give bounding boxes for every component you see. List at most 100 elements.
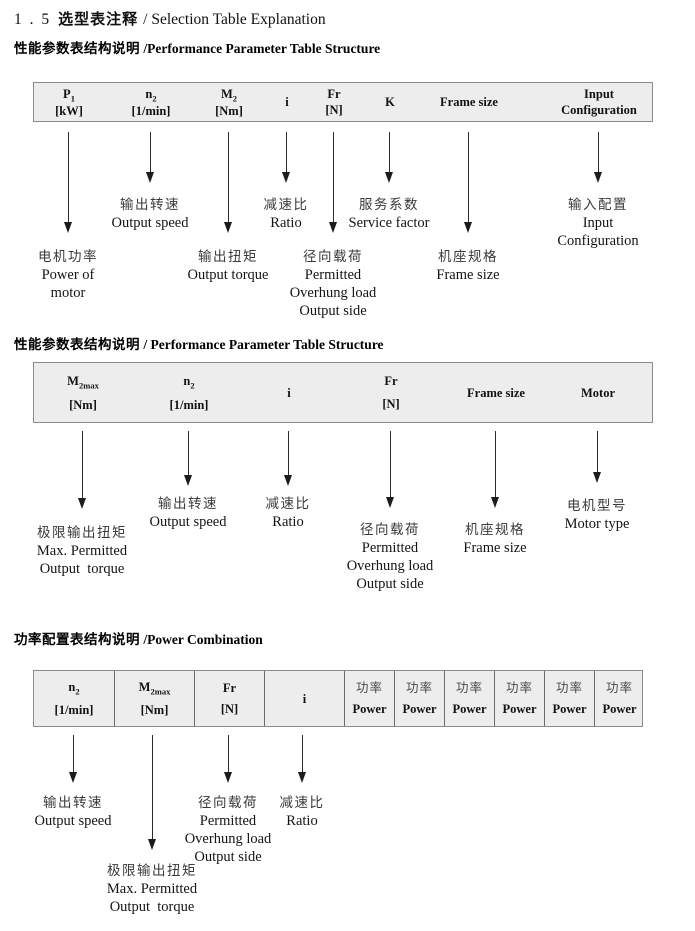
table-column-header: 功率 Power — [544, 671, 594, 726]
callout-label-line: Max. Permitted — [36, 543, 128, 559]
down-arrow-head-icon — [592, 472, 601, 483]
callout-arrow-line — [597, 132, 599, 173]
table-column-header: n2[1/min] — [34, 671, 114, 726]
table-column-header: n2[1/min] — [132, 83, 171, 121]
header-symbol: Frame size — [440, 95, 498, 109]
callout-label-line: Overhung load — [346, 558, 434, 574]
section-heading: 性能参数表结构说明 / Performance Parameter Table … — [14, 333, 384, 354]
callout-label-line: Output speed — [111, 215, 189, 231]
callout-label-line: 电机型号 — [567, 498, 627, 513]
header-symbol: 功率 — [455, 680, 483, 695]
heading-chinese: 性能参数表结构说明 — [14, 337, 140, 352]
table-column-header: 功率 Power — [444, 671, 494, 726]
header-symbol: 功率 — [405, 680, 433, 695]
down-arrow-head-icon — [384, 172, 393, 183]
table-column-header: Fr[N] — [325, 83, 342, 121]
callout-label-line: Input — [582, 215, 614, 231]
header-unit: Power — [602, 702, 637, 717]
callout-label-line: 径向载荷 — [302, 249, 363, 264]
heading-english: / Performance Parameter Table Structure — [140, 337, 384, 352]
callout-label-line: 输出扭矩 — [197, 249, 258, 264]
callout-label-line: 机座规格 — [465, 522, 525, 537]
title-chinese: 选型表注释 — [58, 11, 139, 28]
callout-label-line: 减速比 — [265, 496, 311, 511]
header-symbol: 功率 — [505, 680, 533, 695]
down-arrow-head-icon — [281, 172, 290, 183]
callout-label-line: Output torque — [109, 899, 195, 915]
header-unit: [N] — [220, 702, 239, 717]
callout-label-line: Power of — [41, 267, 95, 283]
table-column-header: i — [285, 83, 288, 121]
heading-chinese: 功率配置表结构说明 — [14, 632, 140, 647]
down-arrow-head-icon — [297, 772, 306, 783]
down-arrow-head-icon — [385, 497, 394, 508]
callout-arrow-line — [72, 735, 74, 773]
callout-arrow-line — [67, 132, 69, 223]
header-unit: [Nm] — [69, 397, 97, 412]
table-column-header: i — [287, 363, 290, 422]
header-symbol: P1 — [63, 86, 75, 103]
heading-english: /Power Combination — [140, 632, 263, 647]
callout-label-line: Output speed — [149, 514, 227, 530]
title-english: / Selection Table Explanation — [143, 11, 326, 28]
header-unit: Power — [452, 702, 487, 717]
down-arrow-head-icon — [490, 497, 499, 508]
table-column-header: M2max [Nm] — [67, 363, 99, 422]
header-symbol: Frame size — [467, 385, 525, 400]
table-column-header: Motor — [581, 363, 615, 422]
header-unit: [N] — [382, 397, 400, 411]
header-symbol: 功率 — [555, 680, 583, 695]
callout-label-line: Ratio — [286, 813, 318, 829]
callout-label-line: Permitted — [304, 267, 362, 283]
header-unit: [1/min] — [169, 397, 209, 412]
callout-label-line: 机座规格 — [438, 249, 498, 264]
table-column-header: Frame size — [440, 83, 498, 121]
header-symbol: n2 — [68, 680, 80, 697]
heading-english: /Performance Parameter Table Structure — [140, 41, 381, 56]
header-unit: Power — [552, 702, 587, 717]
header-symbol: M2 — [220, 86, 238, 103]
table-column-header: P1[kW] — [55, 83, 83, 121]
callout-arrow-line — [287, 431, 289, 476]
callout-label-line: Output speed — [34, 813, 112, 829]
callout-label-line: Output side — [356, 576, 424, 592]
down-arrow-head-icon — [283, 475, 292, 486]
header-symbol: M2max — [67, 373, 99, 390]
table-column-header: i — [264, 671, 344, 726]
callout-label-line: Max. Permitted — [106, 881, 198, 897]
title-number: 1 . 5 — [14, 11, 52, 28]
callout-arrow-line — [467, 132, 469, 223]
table-column-header: K — [385, 83, 395, 121]
callout-label-line: Configuration — [557, 233, 639, 249]
down-arrow-head-icon — [147, 839, 156, 850]
callout-arrow-line — [301, 735, 303, 773]
down-arrow-head-icon — [328, 222, 337, 233]
header-symbol: i — [285, 95, 289, 109]
table-column-header: M2max[Nm] — [114, 671, 194, 726]
down-arrow-head-icon — [463, 222, 472, 233]
header-unit: [1/min] — [131, 103, 171, 118]
callout-label-line: motor — [50, 285, 86, 301]
header-symbol: Fr — [327, 87, 341, 101]
callout-label-line: 极限输出扭矩 — [107, 863, 197, 878]
callout-label-line: Ratio — [270, 215, 302, 231]
